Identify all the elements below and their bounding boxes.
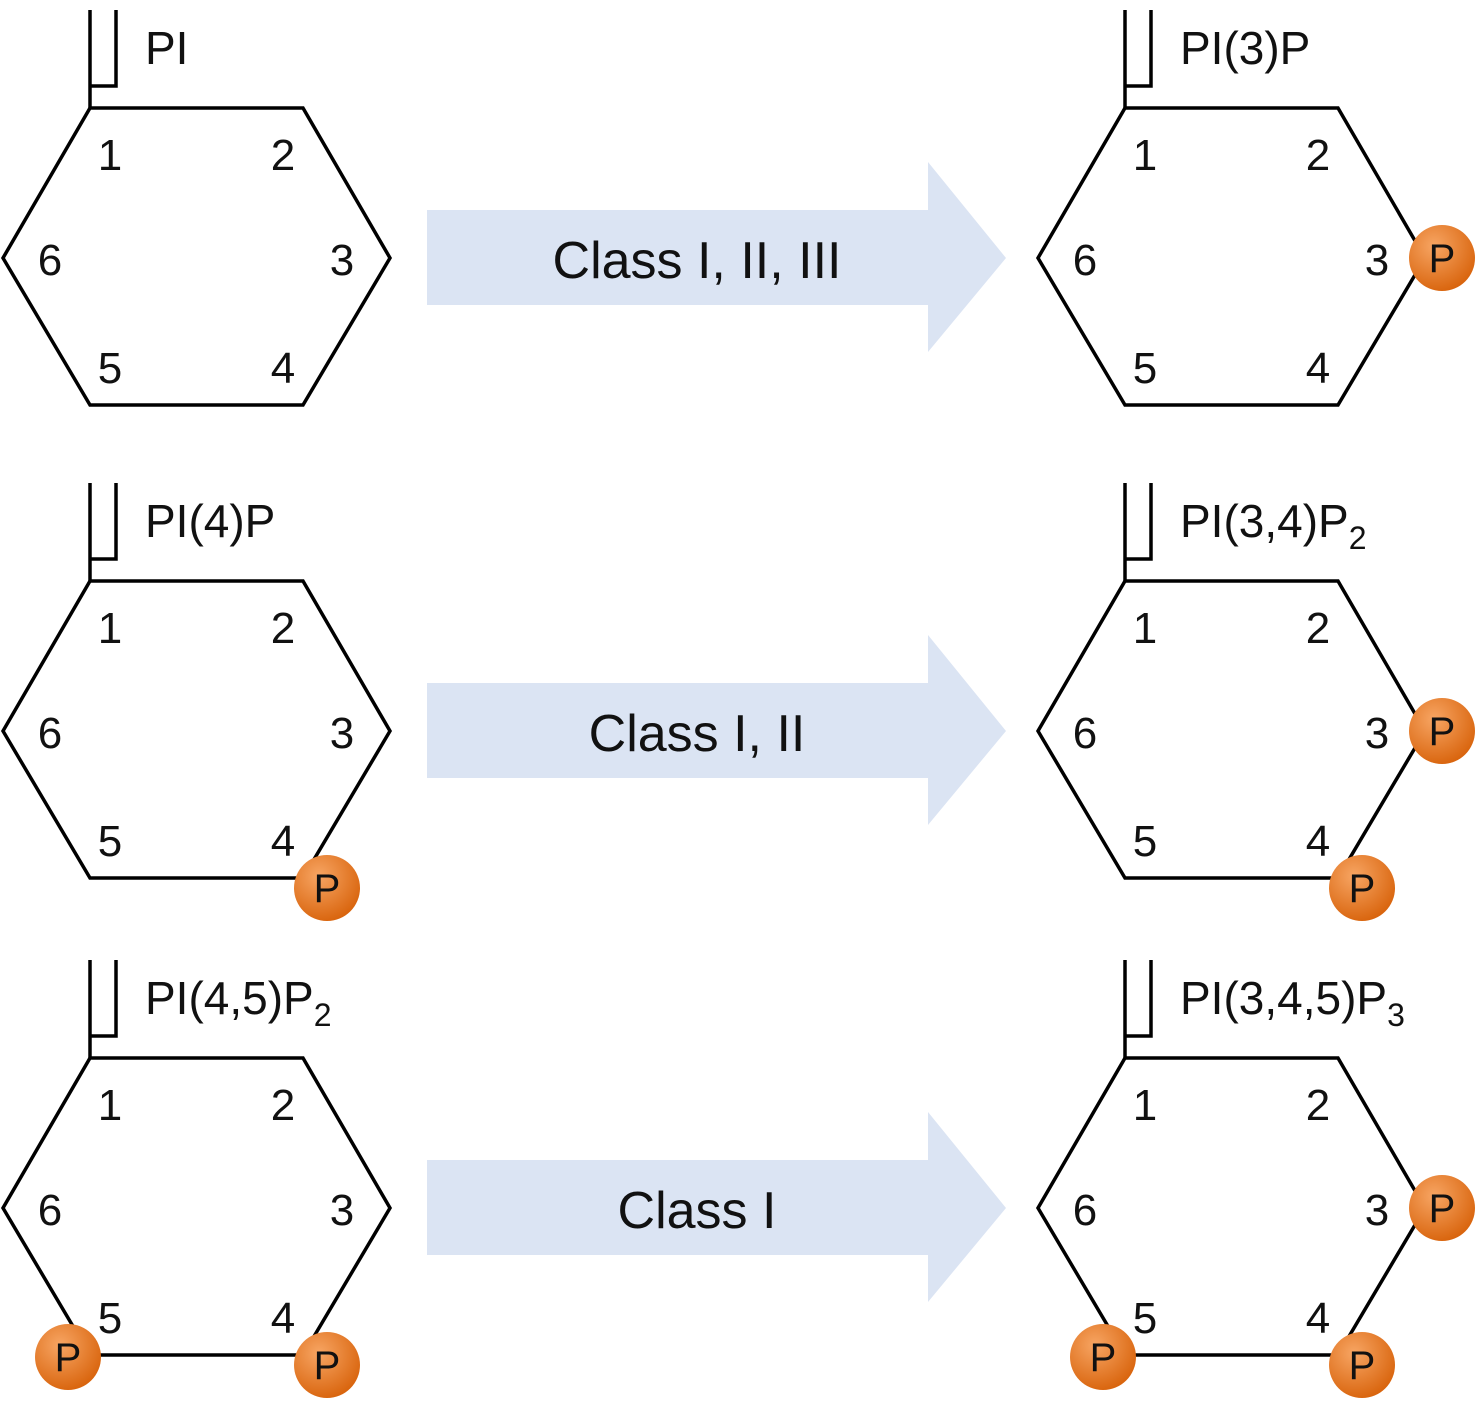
enzyme-arrow-0: Class I, II, III: [427, 162, 1006, 352]
lipid-tail-line: [1125, 10, 1153, 88]
ring-position-2: 2: [271, 1081, 295, 1130]
phosphate-circle: [1409, 1175, 1475, 1241]
ring-position-3: 3: [1365, 709, 1389, 758]
phosphate-symbol: P: [1429, 237, 1456, 281]
ring-position-5: 5: [98, 1294, 122, 1343]
phosphate-group-4: P: [294, 1332, 360, 1398]
phosphate-group-3: P: [1409, 698, 1475, 764]
molecule-label: PI(3,4,5)P3: [1180, 972, 1405, 1033]
hexagon-ring: [0, 106, 393, 407]
phosphate-group-5: P: [35, 1324, 101, 1390]
ring-position-6: 6: [1073, 709, 1097, 758]
phosphate-circle: [1409, 698, 1475, 764]
ring-position-1: 1: [1133, 1081, 1157, 1130]
phosphate-symbol: P: [1090, 1336, 1117, 1380]
ring-position-3: 3: [330, 1186, 354, 1235]
lipid-tail-line: [90, 960, 118, 1038]
ring-position-1: 1: [98, 131, 122, 180]
ring-position-1: 1: [98, 604, 122, 653]
phosphate-circle: [294, 1332, 360, 1398]
molecule-label: PI: [145, 22, 188, 74]
pi3k-class-label: Class I, II: [589, 705, 806, 763]
molecule-label: PI(4,5)P2: [145, 972, 332, 1033]
ring-position-2: 2: [271, 131, 295, 180]
phosphate-group-5: P: [1070, 1324, 1136, 1390]
phosphate-group-4: P: [1329, 855, 1395, 921]
ring-position-5: 5: [98, 344, 122, 393]
ring-position-2: 2: [1306, 1081, 1330, 1130]
ring-position-6: 6: [38, 1186, 62, 1235]
ring-position-3: 3: [330, 709, 354, 758]
phosphate-circle: [1329, 855, 1395, 921]
lipid-tail-line: [1125, 483, 1153, 561]
ring-position-6: 6: [38, 709, 62, 758]
phosphate-symbol: P: [314, 867, 341, 911]
inositol-ring-right-0: PI(3)P 1 2 3 4 5 6 P: [1035, 10, 1475, 407]
ring-position-6: 6: [1073, 236, 1097, 285]
ring-position-5: 5: [1133, 817, 1157, 866]
phosphate-group-3: P: [1409, 225, 1475, 291]
phosphate-group-4: P: [1329, 1332, 1395, 1398]
enzyme-arrow-2: Class I: [427, 1112, 1006, 1302]
phosphate-symbol: P: [314, 1344, 341, 1388]
lipid-tail-line: [90, 483, 118, 561]
pi3k-class-label: Class I: [618, 1182, 777, 1240]
ring-position-4: 4: [271, 344, 295, 393]
ring-position-3: 3: [1365, 236, 1389, 285]
phosphate-circle: [1409, 225, 1475, 291]
ring-position-4: 4: [271, 1294, 295, 1343]
phosphate-circle: [1070, 1324, 1136, 1390]
ring-position-4: 4: [271, 817, 295, 866]
inositol-ring-left-2: PI(4,5)P2 1 2 3 4 5 6P P: [0, 960, 393, 1398]
hexagon-ring: [1035, 106, 1428, 407]
ring-position-2: 2: [1306, 131, 1330, 180]
ring-position-3: 3: [1365, 1186, 1389, 1235]
inositol-ring-left-0: PI 1 2 3 4 5 6: [0, 10, 393, 407]
ring-position-4: 4: [1306, 344, 1330, 393]
lipid-tail-line: [1125, 960, 1153, 1038]
phosphate-circle: [1329, 1332, 1395, 1398]
arrow-shape: [427, 1112, 1006, 1302]
ring-position-5: 5: [1133, 344, 1157, 393]
ring-position-5: 5: [98, 817, 122, 866]
ring-position-6: 6: [38, 236, 62, 285]
phosphate-circle: [294, 855, 360, 921]
phosphate-symbol: P: [1349, 1344, 1376, 1388]
molecule-label: PI(4)P: [145, 495, 275, 547]
ring-position-4: 4: [1306, 817, 1330, 866]
ring-position-2: 2: [1306, 604, 1330, 653]
phosphate-group-4: P: [294, 855, 360, 921]
molecule-label: PI(3)P: [1180, 22, 1310, 74]
arrow-shape: [427, 635, 1006, 825]
ring-position-2: 2: [271, 604, 295, 653]
ring-position-5: 5: [1133, 1294, 1157, 1343]
ring-position-1: 1: [1133, 604, 1157, 653]
ring-position-4: 4: [1306, 1294, 1330, 1343]
enzyme-arrow-1: Class I, II: [427, 635, 1006, 825]
ring-position-1: 1: [1133, 131, 1157, 180]
lipid-tail-line: [90, 10, 118, 88]
inositol-ring-left-1: PI(4)P 1 2 3 4 5 6P: [0, 483, 393, 921]
pi3k-class-label: Class I, II, III: [553, 232, 842, 290]
phosphate-circle: [35, 1324, 101, 1390]
ring-position-1: 1: [98, 1081, 122, 1130]
arrow-shape: [427, 162, 1006, 352]
phosphate-symbol: P: [1429, 1187, 1456, 1231]
phosphate-symbol: P: [1349, 867, 1376, 911]
phosphate-symbol: P: [1429, 710, 1456, 754]
phosphate-symbol: P: [55, 1336, 82, 1380]
ring-position-6: 6: [1073, 1186, 1097, 1235]
ring-position-3: 3: [330, 236, 354, 285]
molecule-label: PI(3,4)P2: [1180, 495, 1367, 556]
phosphate-group-3: P: [1409, 1175, 1475, 1241]
